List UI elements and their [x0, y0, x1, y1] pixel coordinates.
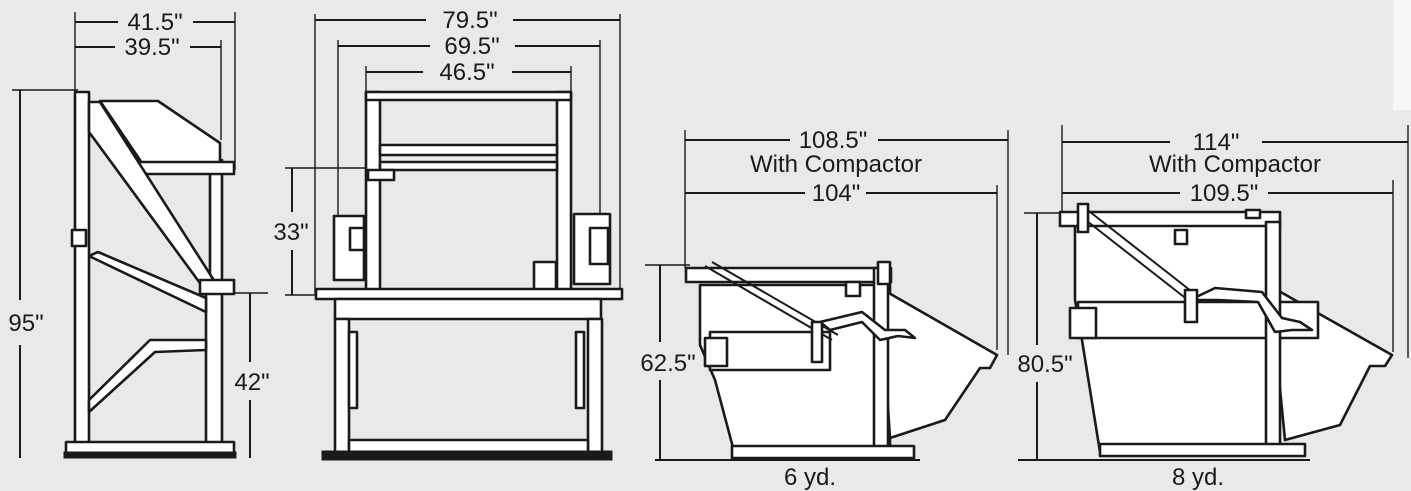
- container-8yd-structure: [1018, 202, 1394, 461]
- container-6yd-length-label: 104": [812, 180, 861, 207]
- front-structure: [314, 90, 624, 461]
- container-6yd-capacity-label: 6 yd.: [784, 464, 836, 491]
- side-structure: [63, 90, 237, 459]
- container-6yd-dimension-lines: [645, 130, 1009, 460]
- front-inner-width-label: 46.5": [439, 59, 494, 86]
- container-8yd-dimension-lines: [1024, 125, 1409, 460]
- front-outer-width-label: 79.5": [442, 7, 497, 34]
- side-sill-height-label: 42": [234, 369, 269, 396]
- side-dimension-lines: [12, 12, 268, 458]
- front-mid-width-label: 69.5": [444, 33, 499, 60]
- container-8yd-compactor-note: With Compactor: [1149, 151, 1321, 178]
- container-8yd-length-label: 109.5": [1190, 180, 1259, 207]
- front-opening-height-label: 33": [273, 219, 308, 246]
- side-outer-width-label: 41.5": [127, 9, 182, 36]
- container-8yd-capacity-label: 8 yd.: [1172, 464, 1224, 491]
- container-8yd-view: 114" With Compactor 109.5" 80.5" 8 yd.: [1017, 125, 1409, 491]
- container-6yd-view: 108.5" With Compactor 104" 62.5" 6 yd.: [640, 127, 1009, 491]
- front-dimension-lines: [285, 14, 621, 296]
- container-6yd-compactor-note: With Compactor: [750, 151, 922, 178]
- container-8yd-length-compactor-label: 114": [1193, 129, 1240, 156]
- front-view: 79.5" 69.5" 46.5" 33": [273, 7, 624, 461]
- container-6yd-height-label: 62.5": [640, 350, 695, 377]
- side-height-label: 95": [8, 310, 43, 337]
- side-inner-width-label: 39.5": [124, 34, 179, 61]
- container-6yd-structure: [655, 260, 999, 461]
- edge-panel: [1393, 0, 1411, 110]
- container-6yd-length-compactor-label: 108.5": [799, 127, 868, 154]
- container-8yd-height-label: 80.5": [1017, 351, 1072, 378]
- side-view: 41.5" 39.5" 95" 42": [8, 9, 270, 459]
